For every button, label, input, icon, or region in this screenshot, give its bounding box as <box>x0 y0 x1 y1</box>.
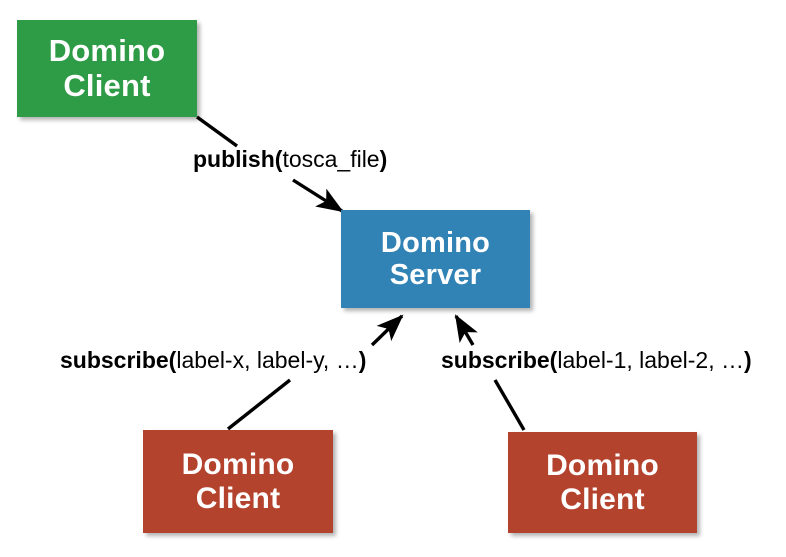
node-label-line1: Domino <box>48 32 166 68</box>
edge-subscribe-left-segment-upper <box>370 314 404 347</box>
node-domino-client-right[interactable]: Domino Client <box>508 432 697 533</box>
node-label-line2: Client <box>560 482 645 516</box>
node-label-line2: Server <box>389 259 482 291</box>
edge-subscribe-right-segment-upper <box>454 314 478 346</box>
edge-label-publish-close-paren: ) <box>379 146 388 172</box>
node-domino-client-left[interactable]: Domino Client <box>143 430 333 533</box>
edge-label-subscribe-right-close-paren: ) <box>743 347 752 373</box>
edge-subscribe-right <box>454 314 526 431</box>
node-domino-server[interactable]: Domino Server <box>341 210 530 308</box>
node-label-line2: Client <box>63 67 151 103</box>
edge-label-subscribe-right: subscribe(label-1, label-2, …) <box>441 349 752 372</box>
node-domino-client-top[interactable]: Domino Client <box>17 20 197 117</box>
edge-label-subscribe-left-argument: label-x, label-y, … <box>176 347 359 373</box>
edge-label-publish: publish(tosca_file) <box>193 148 387 171</box>
edge-label-subscribe-left: subscribe(label-x, label-y, …) <box>60 349 366 372</box>
edge-label-publish-function: publish( <box>193 146 283 172</box>
edge-label-publish-argument: tosca_file <box>282 146 380 172</box>
edge-label-subscribe-left-close-paren: ) <box>358 347 367 373</box>
node-label-line1: Domino <box>181 447 295 481</box>
edge-label-subscribe-right-function: subscribe( <box>441 347 558 373</box>
edge-subscribe-left-segment-lower <box>226 378 292 431</box>
edge-publish-segment-lower <box>292 178 344 213</box>
edge-publish-segment-upper <box>196 115 238 148</box>
node-label-line1: Domino <box>380 226 491 259</box>
edge-subscribe-right-segment-lower <box>493 379 526 431</box>
node-label-line2: Client <box>195 481 281 515</box>
edge-label-subscribe-left-function: subscribe( <box>60 347 177 373</box>
node-label-line1: Domino <box>546 448 659 482</box>
edge-label-subscribe-right-argument: label-1, label-2, … <box>557 347 744 373</box>
